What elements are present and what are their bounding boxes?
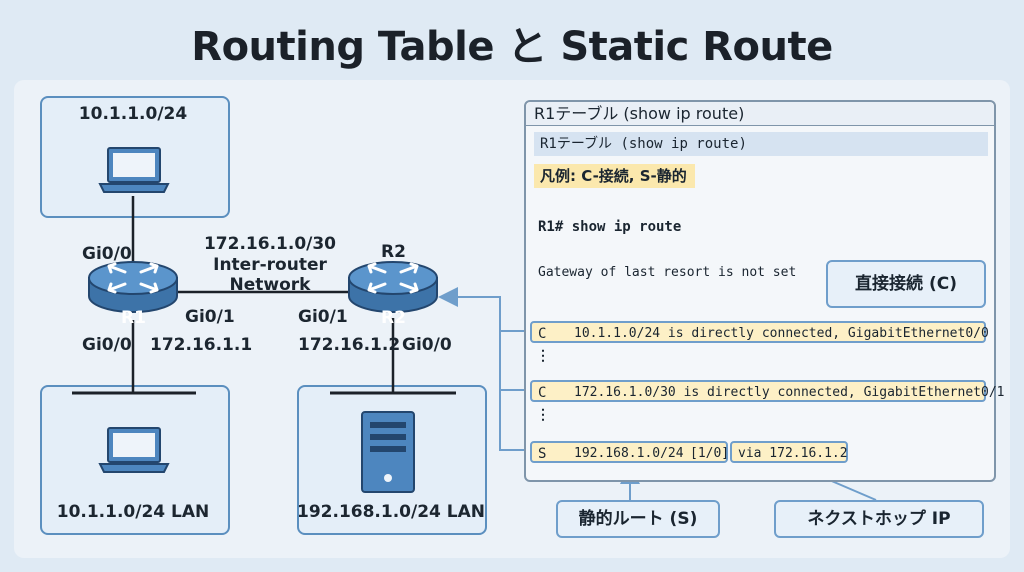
route-code: C: [538, 385, 547, 401]
route-row: C 172.16.1.0/30 is directly connected, G…: [530, 380, 1004, 402]
connected-callout: 直接接続 (C): [826, 260, 986, 308]
r2-label: R2: [381, 308, 406, 328]
router-r1-icon: [88, 261, 178, 313]
r2-if-bottom: Gi0/0: [402, 335, 452, 355]
ellipsis: ⋮: [536, 407, 550, 423]
arrow-connector: [499, 390, 530, 451]
route-text: 172.16.1.0/30 is directly connected, Gig…: [574, 385, 1005, 400]
arrow-connector: [438, 287, 530, 332]
laptop-icon: [98, 427, 170, 473]
route-prefix: 192.168.1.0/24: [574, 446, 684, 461]
route-code: C: [538, 326, 547, 342]
r1-if-right: Gi0/1: [185, 307, 235, 327]
ellipsis: ⋮: [536, 348, 550, 364]
r1-if-top: Gi0/0: [82, 244, 132, 264]
r1-if-bottom: Gi0/0: [82, 335, 132, 355]
page-title: Routing Table と Static Route: [191, 24, 833, 70]
top-lan-box: [40, 96, 230, 218]
route-text: 10.1.1.0/24 is directly connected, Gigab…: [574, 326, 989, 341]
window-subtitle: R1テーブル (show ip route): [534, 132, 988, 156]
r2-if-left: Gi0/1: [298, 307, 348, 327]
route-via: via 172.16.1.2: [738, 446, 848, 461]
bottom-left-lan-label: 10.1.1.0/24 LAN: [56, 502, 210, 522]
laptop-icon: [98, 147, 170, 193]
r2-label-above: R2: [381, 242, 406, 262]
top-lan-subnet: 10.1.1.0/24: [78, 104, 188, 124]
gateway-line: Gateway of last resort is not set: [538, 265, 797, 280]
route-code: S: [538, 446, 547, 462]
bottom-right-lan-label: 192.168.1.0/24 LAN: [297, 502, 486, 522]
r2-ip: 172.16.1.2: [298, 335, 401, 355]
nexthop-box: via 172.16.1.2: [730, 441, 848, 463]
router-r2-icon: [348, 261, 438, 313]
route-ad: [1/0]: [690, 446, 730, 461]
link-desc-1: Inter-router: [213, 255, 327, 275]
r1-label: R1: [121, 308, 146, 328]
nexthop-callout: ネクストホップ IP: [774, 500, 984, 538]
link-subnet: 172.16.1.0/30: [203, 234, 337, 254]
r1-ip: 172.16.1.1: [150, 335, 253, 355]
legend: 凡例: C-接続, S-静的: [534, 164, 695, 188]
link-desc-2: Network: [229, 275, 311, 295]
static-callout: 静的ルート (S): [556, 500, 720, 538]
route-row: C 10.1.1.0/24 is directly connected, Gig…: [530, 321, 989, 343]
route-row-static: S 192.168.1.0/24 [1/0]: [530, 441, 730, 463]
server-icon: [361, 411, 415, 493]
window-title: R1テーブル (show ip route): [526, 102, 994, 126]
cli-prompt: R1# show ip route: [538, 219, 682, 235]
